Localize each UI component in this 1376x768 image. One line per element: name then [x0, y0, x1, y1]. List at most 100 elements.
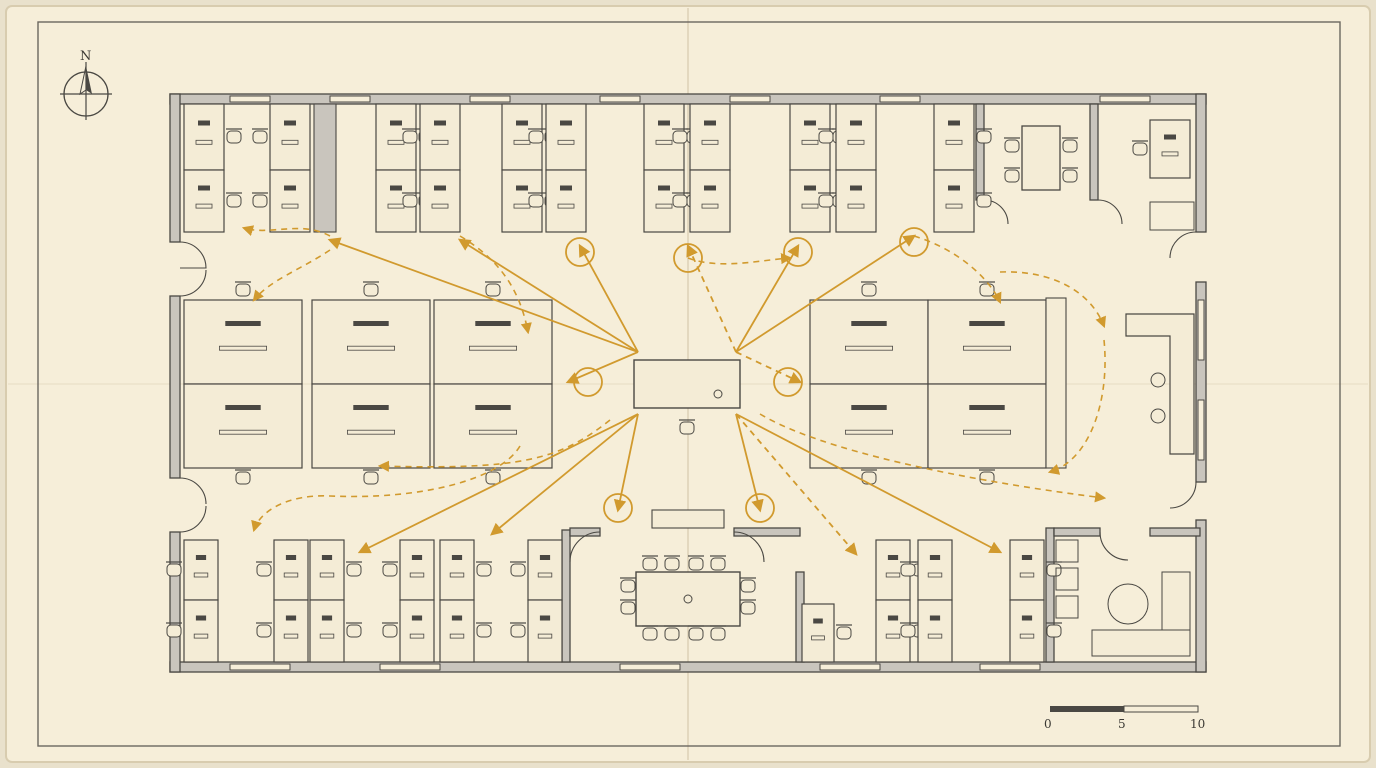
flow-path-curve	[252, 249, 331, 302]
monitor-icon	[198, 120, 210, 126]
monitor-icon	[451, 615, 463, 621]
workstation-desk	[1009, 599, 1062, 663]
workstation-desk	[256, 599, 309, 663]
monitor-icon	[516, 185, 528, 191]
keyboard-icon	[195, 203, 213, 209]
chair-seat	[1132, 142, 1148, 156]
monitor-icon	[887, 615, 899, 621]
flow-arrow	[327, 237, 639, 353]
workstation-desk	[672, 169, 731, 233]
chair-seat	[976, 194, 992, 208]
workstation-desk	[252, 103, 311, 171]
flow-target-circle	[603, 493, 633, 523]
flow-target-circle	[565, 237, 595, 267]
monitor-icon	[804, 120, 816, 126]
workstation-desk	[183, 383, 303, 485]
desk-surface	[433, 299, 553, 385]
workstation-desk	[439, 599, 492, 663]
keyboard-icon	[1161, 151, 1179, 157]
monitor-icon	[1021, 555, 1033, 560]
monitor-icon	[411, 555, 423, 560]
credenza	[651, 509, 725, 529]
keyboard-icon	[655, 203, 673, 209]
desk-surface	[927, 299, 1047, 385]
chair-seat	[1004, 139, 1020, 153]
workstation-desk	[166, 599, 219, 663]
monitor-icon	[516, 120, 528, 126]
keyboard-icon	[281, 203, 299, 209]
keyboard-icon	[811, 635, 825, 641]
office-chair-icon	[235, 281, 251, 297]
keyboard-icon	[801, 203, 819, 209]
monitor-icon	[321, 615, 333, 621]
office-chair-icon	[620, 577, 636, 593]
flow-arrow	[735, 413, 858, 556]
monitor-icon	[225, 405, 261, 410]
chair-seat	[402, 194, 418, 208]
monitor-icon	[285, 615, 297, 621]
workstation-desk	[309, 539, 362, 601]
monitor-icon	[390, 185, 402, 191]
desk-surface	[527, 599, 563, 663]
office-chair-icon	[679, 419, 695, 435]
office-chair-icon	[363, 281, 379, 297]
keyboard-icon	[1019, 572, 1035, 578]
office-chair-icon	[485, 281, 501, 297]
monitor-icon	[948, 120, 960, 126]
outer-walls	[169, 93, 1207, 673]
flow-path-curve	[377, 419, 611, 472]
flow-target-circle	[773, 367, 803, 397]
desk-surface	[933, 169, 975, 233]
desk-surface	[419, 169, 461, 233]
chair-seat	[256, 563, 272, 577]
office-chair-icon	[672, 128, 688, 144]
chair-seat	[510, 563, 526, 577]
monitor-icon	[539, 615, 551, 621]
keyboard-icon	[218, 429, 267, 435]
desk-surface	[309, 599, 345, 663]
desk-surface	[1009, 599, 1045, 663]
monitor-icon	[850, 185, 862, 191]
workstation-desk	[927, 281, 1047, 385]
office-chair-icon	[900, 561, 916, 577]
keyboard-icon	[1019, 633, 1035, 639]
keyboard-icon	[218, 345, 267, 351]
desk-surface	[433, 383, 553, 469]
reception-counter	[1125, 313, 1195, 455]
keyboard-icon	[281, 139, 299, 145]
workstation-desk	[818, 103, 877, 171]
office-chair-icon	[226, 192, 242, 208]
office-chair-icon	[510, 622, 526, 638]
flow-path-curve	[687, 253, 793, 265]
office-chair-icon	[402, 128, 418, 144]
desk-surface	[309, 539, 345, 601]
flow-target-circle	[899, 227, 929, 257]
office-chair-icon	[256, 622, 272, 638]
chair-seat	[664, 557, 680, 571]
keyboard-icon	[409, 572, 425, 578]
drawing-border	[37, 21, 1341, 747]
keyboard-icon	[927, 572, 943, 578]
workstation-desk	[1009, 539, 1062, 601]
office-chair-icon	[900, 622, 916, 638]
office-chair-icon	[672, 192, 688, 208]
monitor-icon	[539, 555, 551, 560]
scale-tick-5: 5	[1118, 717, 1126, 731]
desk-surface	[835, 103, 877, 171]
desk-surface	[689, 169, 731, 233]
chair-seat	[861, 471, 877, 485]
chair-seat	[679, 421, 695, 435]
office-chair-icon	[252, 128, 268, 144]
office-chair-icon	[664, 555, 680, 571]
keyboard-icon	[409, 633, 425, 639]
office-chair-icon	[166, 561, 182, 577]
conference-phone-icon	[683, 594, 693, 604]
monitor-icon	[1021, 615, 1033, 621]
chair-seat	[528, 194, 544, 208]
workstation-desk	[433, 383, 553, 485]
office-chair-icon	[1004, 167, 1020, 183]
desk-surface	[439, 599, 475, 663]
flow-target-circle	[745, 493, 775, 523]
office-chair-icon	[382, 622, 398, 638]
chair-seat	[818, 194, 834, 208]
